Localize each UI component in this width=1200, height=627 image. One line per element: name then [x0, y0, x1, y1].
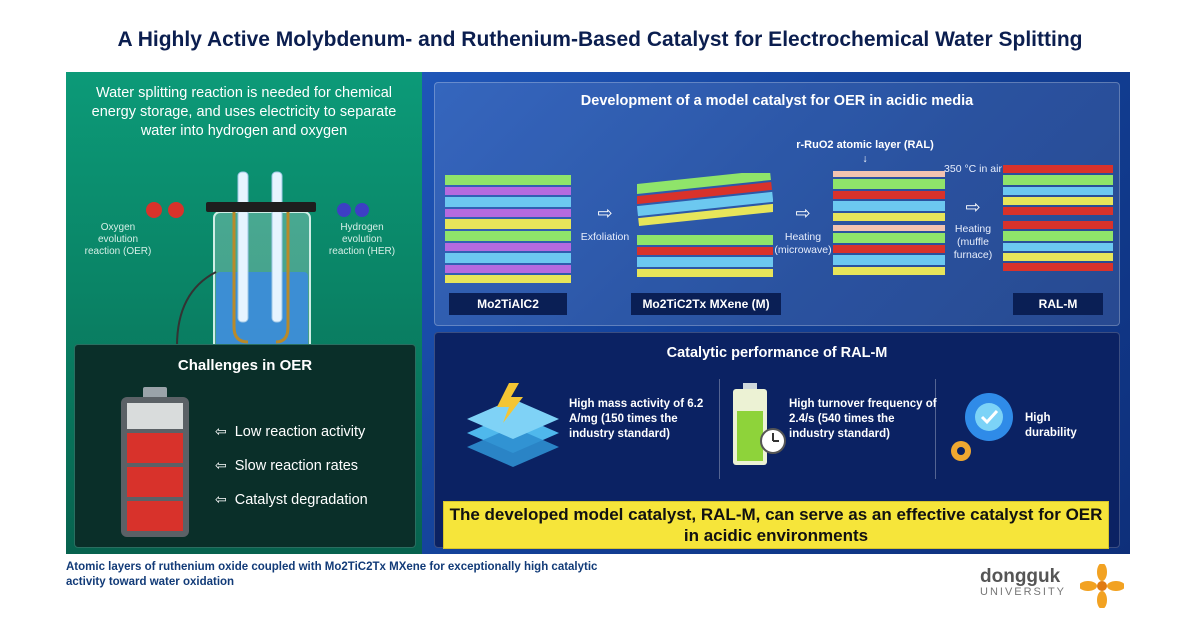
lattice-ral-intermediate — [833, 171, 945, 275]
battery-clock-icon — [733, 383, 786, 465]
left-panel: Water splitting reaction is needed for c… — [66, 72, 422, 554]
development-title: Development of a model catalyst for OER … — [580, 93, 974, 109]
intro-text: Water splitting reaction is needed for c… — [91, 85, 397, 139]
gear-check-icon — [951, 393, 1013, 461]
divider — [935, 379, 936, 479]
lattice-ral-m — [1003, 165, 1113, 271]
ruo2-layer-label: r-RuO2 atomic layer (RAL) — [796, 139, 934, 151]
arrow-left-icon: ⇦ — [215, 423, 227, 439]
arrow-left-icon: ⇦ — [215, 457, 227, 473]
her-label: Hydrogen evolution reaction (HER) — [328, 222, 396, 257]
challenges-title: Challenges in OER — [177, 357, 313, 374]
challenges-card: Challenges in OER ⇦Low reaction activity… — [74, 344, 416, 548]
performance-title: Catalytic performance of RAL-M — [666, 345, 888, 361]
layers-lightning-icon — [467, 383, 559, 467]
challenge-item-1: ⇦Low reaction activity — [215, 423, 366, 440]
right-panel: Development of a model catalyst for OER … — [422, 72, 1130, 554]
development-box: Development of a model catalyst for OER … — [434, 82, 1120, 326]
logo-flower-icon — [1080, 564, 1124, 608]
arrow-down-icon: ↓ — [862, 153, 868, 165]
arrow-left-icon: ⇦ — [215, 491, 227, 507]
battery-icon — [121, 387, 189, 537]
heating-muffle-label: Heating (muffle furnace) — [953, 223, 993, 261]
performance-box: Catalytic performance of RAL-M High mass… — [434, 332, 1120, 549]
perf-item-1: High mass activity of 6.2 A/mg (150 time… — [569, 398, 704, 440]
material-label-1: Mo2TiAlC2 — [449, 293, 567, 315]
logo-name: dongguk — [980, 566, 1061, 587]
material-label-2: Mo2TiC2Tx MXene (M) — [631, 293, 781, 315]
exfoliation-label: Exfoliation — [580, 231, 630, 243]
oer-label: Oxygen evolution reaction (OER) — [84, 222, 152, 257]
figure-caption: Atomic layers of ruthenium oxide coupled… — [66, 561, 598, 588]
challenge-item-3: ⇦Catalyst degradation — [215, 491, 368, 508]
perf-item-2: High turnover frequency of 2.4/s (540 ti… — [789, 398, 937, 440]
heating-microwave-label: Heating (microwave) — [774, 231, 832, 256]
lattice-mo2tialc2 — [445, 175, 571, 283]
conclusion-banner: The developed model catalyst, RAL-M, can… — [443, 501, 1109, 549]
logo-sub: UNIVERSITY — [980, 586, 1067, 598]
divider — [719, 379, 720, 479]
arrow-right-icon: ⇨ — [795, 203, 811, 223]
university-logo: dongguk UNIVERSITY — [980, 566, 1090, 598]
page-title: A Highly Active Molybdenum- and Rutheniu… — [117, 28, 1083, 51]
material-label-3: RAL-M — [1013, 293, 1103, 315]
perf-item-3: High durability — [1025, 412, 1077, 439]
temperature-label: 350 °C in air — [944, 163, 1002, 175]
arrow-right-icon: ⇨ — [597, 203, 613, 223]
arrow-right-icon: ⇨ — [965, 197, 981, 217]
challenge-item-2: ⇦Slow reaction rates — [215, 457, 359, 474]
lattice-mxene — [637, 173, 773, 277]
